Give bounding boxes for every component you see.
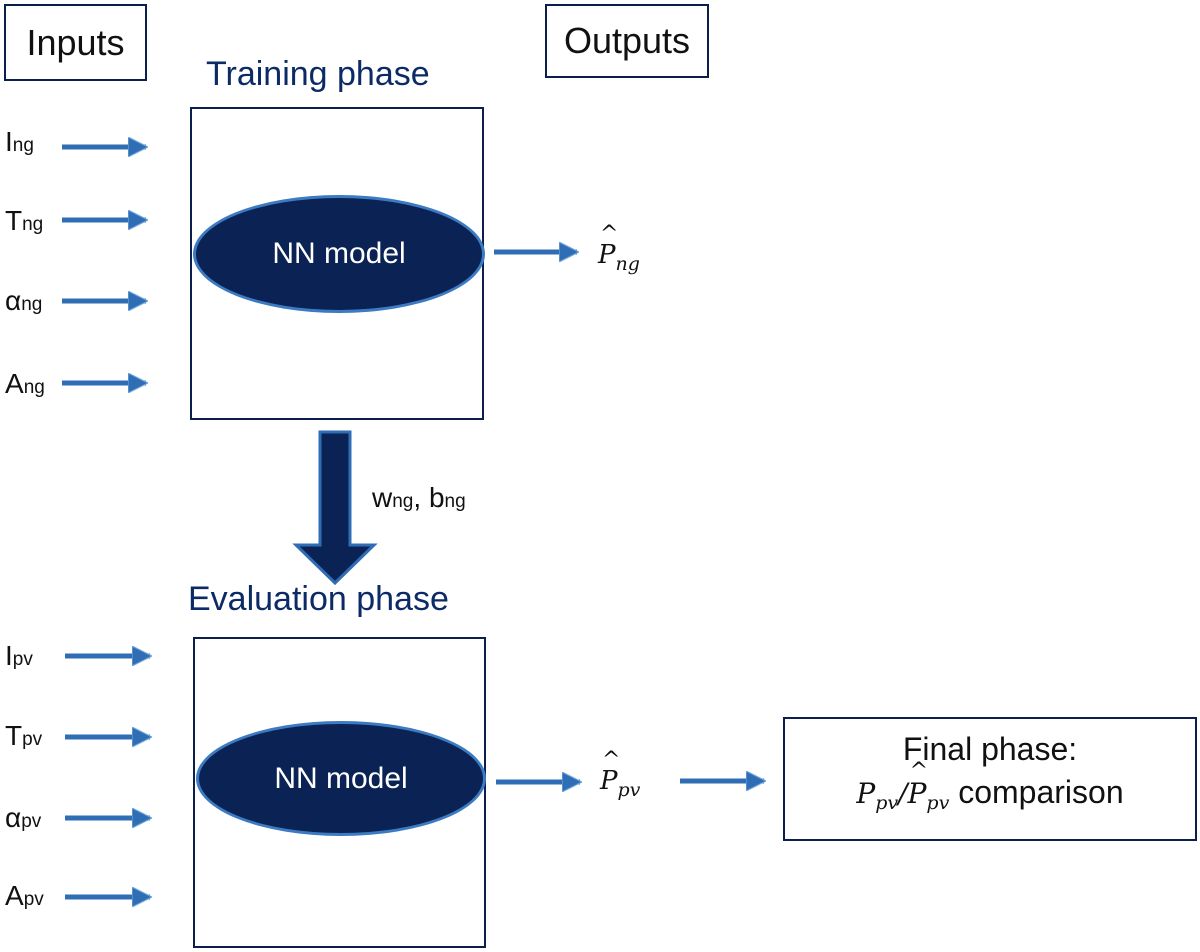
training-input-temperature: Tng xyxy=(5,205,44,236)
evaluation-phase-title: Evaluation phase xyxy=(188,580,449,618)
evaluation-output-label: P^pv xyxy=(600,748,641,801)
evaluation-input-temperature: Tpv xyxy=(5,720,43,751)
transfer-down-arrow xyxy=(292,430,378,586)
final-phase-comparison: Ppv/P^pv comparison xyxy=(856,759,1124,814)
training-output-label: P^ng xyxy=(598,222,640,275)
outputs-header-label: Outputs xyxy=(563,20,691,61)
final-phase-title: Final phase: xyxy=(902,731,1078,767)
training-input-irradiance: Ing xyxy=(5,126,34,157)
training-input-alpha: αng xyxy=(5,285,43,316)
inputs-header: Inputs xyxy=(4,4,147,81)
training-nn-model-label: NN model xyxy=(272,237,406,270)
training-input-area: Ang xyxy=(5,368,45,399)
evaluation-nn-model-label: NN model xyxy=(274,761,408,795)
final-phase-box: Final phase: Ppv/P^pv comparison xyxy=(783,717,1197,841)
transfer-weights-label: wng, bng xyxy=(372,482,466,513)
outputs-header: Outputs xyxy=(545,4,709,78)
inputs-header-label: Inputs xyxy=(26,21,125,63)
evaluation-input-alpha: αpv xyxy=(5,802,42,833)
evaluation-nn-model: NN model xyxy=(196,721,486,836)
training-nn-model: NN model xyxy=(193,195,485,313)
evaluation-input-area: Apv xyxy=(5,880,44,911)
training-phase-title: Training phase xyxy=(206,55,430,93)
evaluation-input-irradiance: Ipv xyxy=(5,640,33,671)
